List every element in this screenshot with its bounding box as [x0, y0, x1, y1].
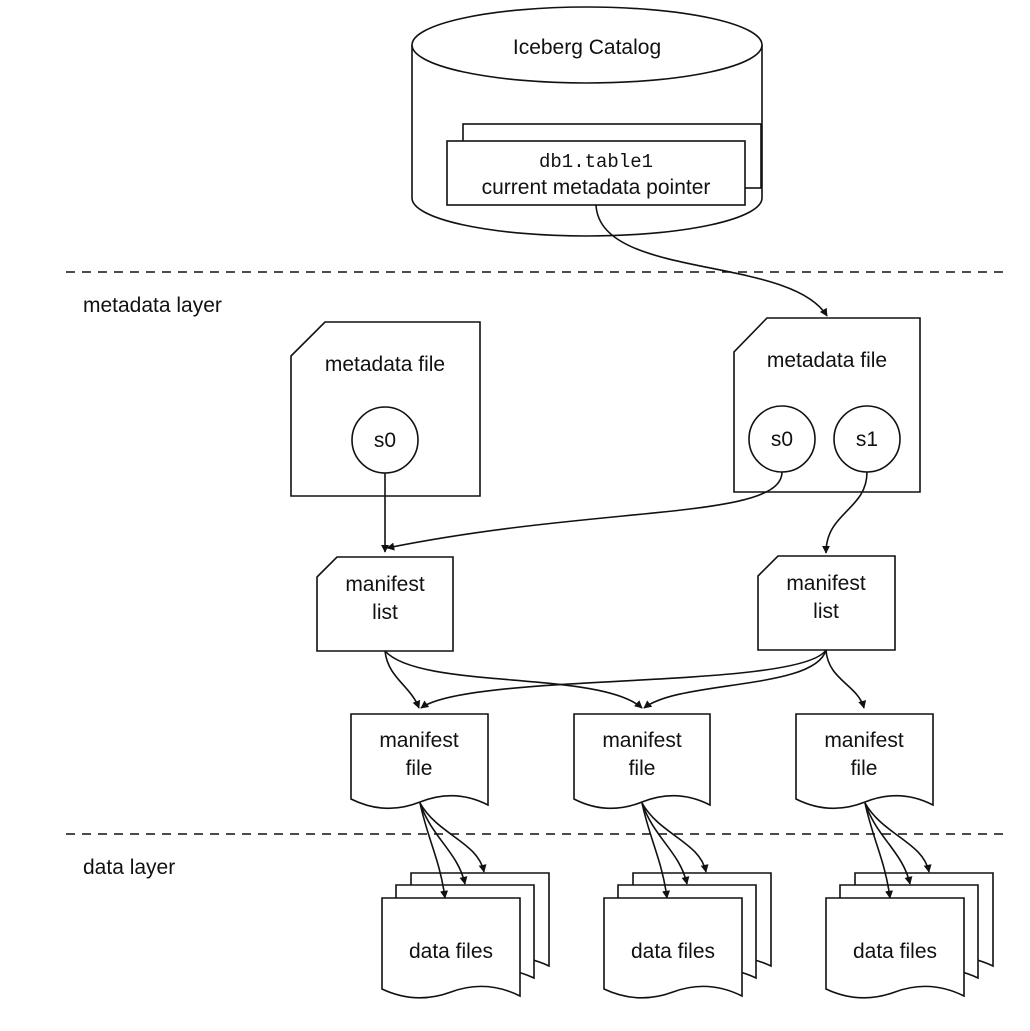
- list2-to-manifest3-arrow: [825, 649, 867, 709]
- current-s0-to-manifest-list-arrow: [386, 471, 783, 551]
- metadata-layer-label: metadata layer: [83, 294, 222, 317]
- iceberg-catalog: Iceberg Catalog db1.table1 current metad…: [411, 6, 763, 237]
- svg-text:file: file: [629, 757, 656, 780]
- s1-to-manifest-list-arrow: [822, 471, 868, 554]
- svg-text:list: list: [813, 600, 839, 623]
- svg-text:s0: s0: [771, 428, 793, 451]
- metadata-file-label: metadata file: [325, 353, 445, 376]
- list1-to-manifest1-arrow: [384, 650, 421, 709]
- list2-to-manifest2-arrow: [643, 649, 827, 709]
- svg-text:data files: data files: [631, 940, 715, 963]
- data-files-3: data files: [825, 872, 994, 999]
- current-metadata-pointer-label: current metadata pointer: [482, 176, 711, 199]
- svg-text:data files: data files: [409, 940, 493, 963]
- manifest-file-3: manifest file: [795, 713, 934, 810]
- connectors: [381, 204, 932, 899]
- svg-text:manifest: manifest: [786, 572, 866, 595]
- svg-text:manifest: manifest: [602, 729, 682, 752]
- snapshot-s0: s0: [748, 405, 816, 473]
- metadata-file-old: metadata file s0: [290, 321, 481, 497]
- manifest-list-2: manifest list: [757, 555, 896, 651]
- svg-text:list: list: [372, 601, 398, 624]
- catalog-title: Iceberg Catalog: [513, 36, 661, 59]
- svg-text:manifest: manifest: [824, 729, 904, 752]
- pointer-arrow: [595, 204, 828, 317]
- metadata-file-label: metadata file: [767, 349, 887, 372]
- svg-text:s1: s1: [856, 428, 878, 451]
- snapshot-s0: s0: [351, 406, 419, 474]
- manifest-list-1: manifest list: [316, 556, 454, 652]
- table-name: db1.table1: [539, 151, 653, 173]
- data-layer-label: data layer: [83, 856, 175, 879]
- manifest-file-1: manifest file: [350, 713, 489, 810]
- list1-to-manifest2-arrow: [384, 650, 643, 709]
- list2-to-manifest1-arrow: [420, 649, 827, 709]
- svg-text:manifest: manifest: [379, 729, 459, 752]
- data-files-1: data files: [381, 872, 550, 999]
- snapshot-s1: s1: [833, 405, 901, 473]
- svg-text:file: file: [851, 757, 878, 780]
- catalog-table-entry: db1.table1 current metadata pointer: [446, 123, 762, 206]
- data-files-2: data files: [603, 872, 772, 999]
- manifest-file-2: manifest file: [573, 713, 711, 810]
- svg-text:manifest: manifest: [345, 573, 425, 596]
- svg-text:s0: s0: [374, 429, 396, 452]
- metadata-file-current: metadata file s0 s1: [733, 317, 921, 493]
- svg-text:file: file: [406, 757, 433, 780]
- svg-text:data files: data files: [853, 940, 937, 963]
